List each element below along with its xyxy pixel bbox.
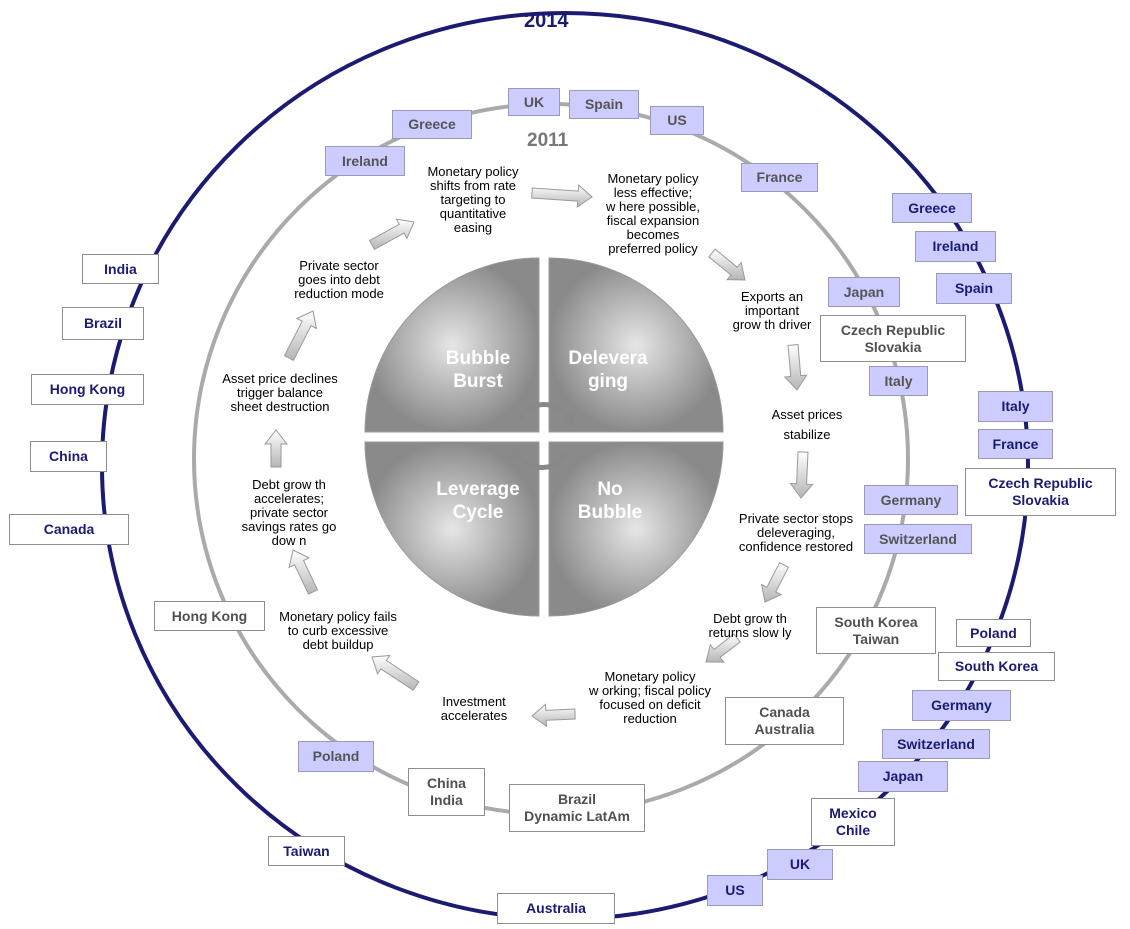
cycle-arrow-11 [283,310,318,361]
quadrant-label-bubble-burst: Bubble Burst [445,348,511,392]
cycle-step-balance-sheet: Asset price declines trigger balance she… [222,371,338,414]
cycle-step-debt-growth-slow: Debt grow th returns slow ly [708,611,792,640]
cycle-arrows [263,184,814,728]
quadrant-disc [364,257,724,617]
country-2014-czech-slovakia: Czech Republic Slovakia [965,468,1116,516]
country-2011-france: France [741,163,818,192]
cycle-arrow-12 [368,218,415,251]
country-2014-ireland: Ireland [915,231,996,262]
country-2014-australia: Australia [497,893,615,924]
country-2011-greece: Greece [392,110,472,139]
country-2011-south-korea-taiwan: South Korea Taiwan [816,607,936,654]
cycle-step-excessive-debt: Monetary policy fails to curb excessive … [279,609,397,652]
cycle-step-confidence-restored: Private sector stops deleveraging, confi… [738,511,854,554]
country-2014-italy: Italy [978,391,1053,422]
cycle-arrow-2 [708,248,746,281]
cycle-arrow-7 [531,703,576,728]
cycle-step-exports-growth: Exports an important grow th driver [732,289,812,332]
cycle-arrow-3 [783,344,808,391]
cycle-step-investment-accelerates: Investment accelerates [440,694,508,723]
country-2011-ireland: Ireland [325,146,405,176]
country-2011-japan: Japan [828,277,900,307]
country-2014-brazil: Brazil [62,307,144,340]
country-2011-czech-slovakia: Czech Republic Slovakia [820,315,966,362]
country-2014-china: China [30,441,107,472]
country-2014-france: France [978,429,1053,459]
country-2011-poland: Poland [298,741,374,772]
country-2011-uk: UK [508,88,560,116]
country-2014-india: India [82,254,159,284]
cycle-arrow-10 [263,429,289,468]
cycle-step-fiscal-expansion: Monetary policy less effective; w here p… [606,171,700,256]
quadrant-label-deleveraging: Delevera ging [568,348,648,392]
country-2014-germany: Germany [912,690,1011,721]
cycle-arrow-8 [371,654,420,691]
country-2014-us: US [707,875,763,906]
country-2014-japan: Japan [858,761,948,792]
cycle-step-deficit-reduction: Monetary policy w orking; fiscal policy … [588,669,712,726]
country-2014-greece: Greece [892,193,972,223]
country-2011-brazil-latam: Brazil Dynamic LatAm [509,784,645,832]
quadrant-label-leverage-cycle: Leverage Cycle [436,479,520,523]
country-2014-hong-kong: Hong Kong [31,374,144,405]
country-2014-mexico-chile: Mexico Chile [811,798,895,846]
center-cycle-arrow-top [517,402,571,421]
country-2014-poland: Poland [956,619,1031,647]
quadrant-label-no-bubble: No Bubble [577,479,643,523]
cycle-arrow-5 [760,562,790,603]
country-2014-uk: UK [767,849,833,880]
country-2014-spain: Spain [936,273,1012,304]
country-2011-us: US [650,106,704,135]
country-2014-south-korea: South Korea [938,652,1055,681]
cycle-arrow-6 [705,633,741,663]
quadrant-top-right [548,257,724,433]
country-2011-germany: Germany [864,485,958,515]
country-2011-hong-kong: Hong Kong [154,601,265,631]
center-cycle-arrow-top-head [562,412,576,428]
quadrant-bottom-right [548,441,724,617]
country-2014-canada: Canada [9,514,129,545]
center-cycle-arrow-bottom-head [510,444,524,460]
country-2011-canada-australia: Canada Australia [725,697,844,745]
cycle-step-asset-prices-stabilize: Asset prices stabilize [771,407,843,442]
country-2011-china-india: China India [408,768,485,816]
country-2014-switzerland: Switzerland [882,729,990,759]
cycle-arrow-4 [789,451,814,499]
cycle-step-debt-growth-accelerates: Debt grow th accelerates; private sector… [241,477,337,548]
quadrant-bottom-left [364,441,540,617]
quadrant-top-left [364,257,540,433]
cycle-arrow-9 [288,549,319,595]
cycle-arrow-1 [531,184,593,208]
country-2011-italy: Italy [869,366,928,396]
country-2011-spain: Spain [569,90,639,119]
cycle-step-quantitative-easing: Monetary policy shifts from rate targeti… [427,164,519,235]
country-2014-taiwan: Taiwan [268,836,345,866]
cycle-step-debt-reduction: Private sector goes into debt reduction … [294,258,384,301]
country-2011-switzerland: Switzerland [864,524,972,554]
year-2014-label: 2014 [524,10,569,32]
year-2011-label: 2011 [527,130,569,151]
